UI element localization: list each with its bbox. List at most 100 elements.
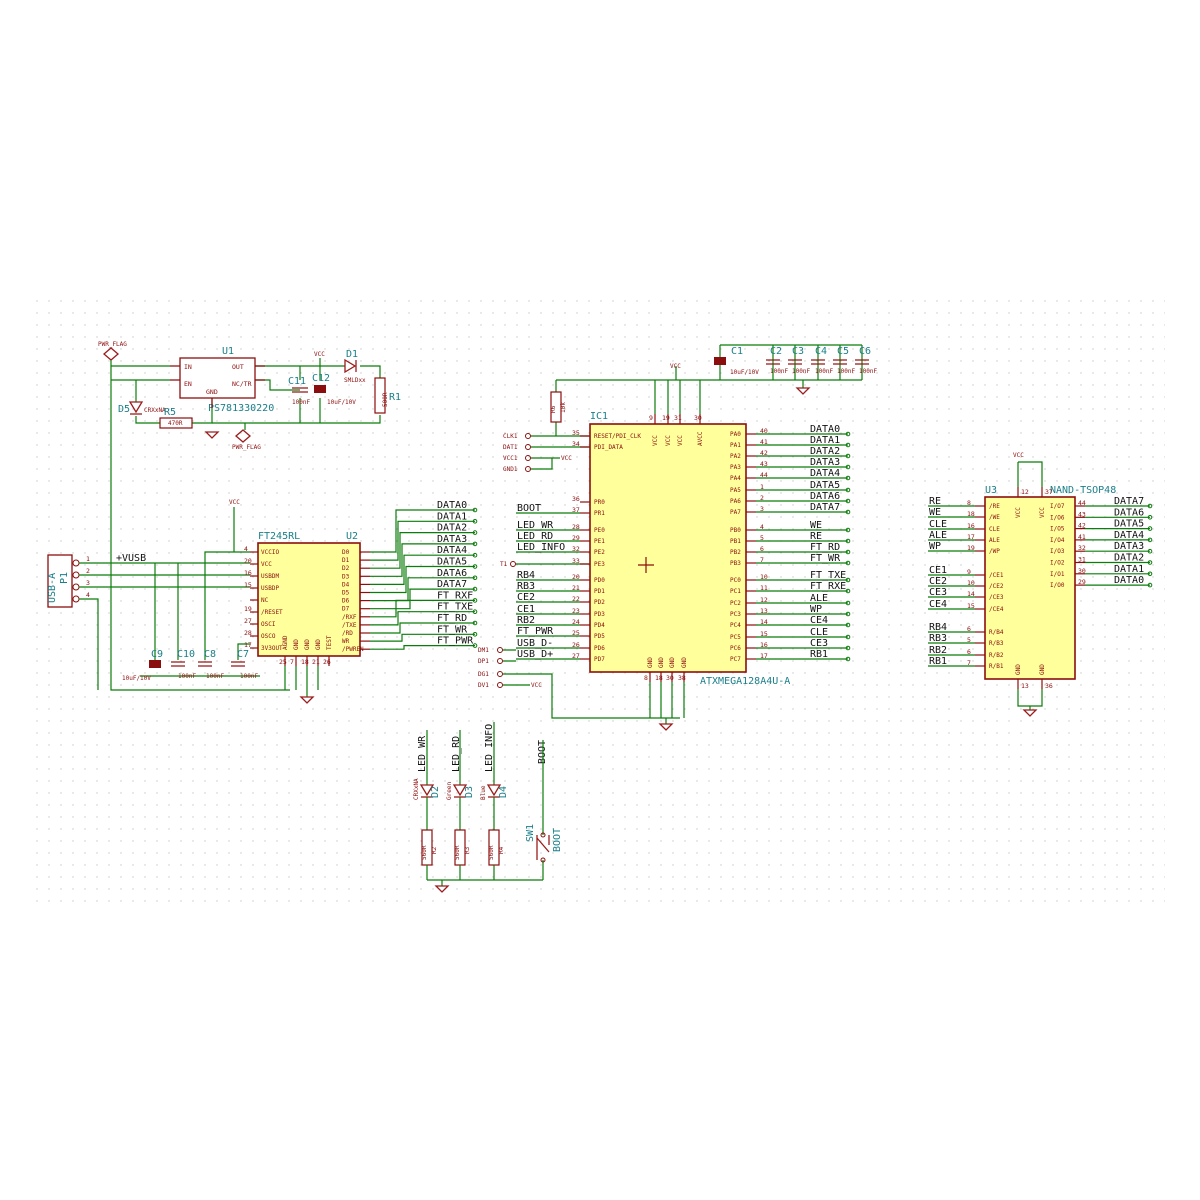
u2-left-pin-num: 19	[244, 605, 252, 613]
ic1-right-net-end	[845, 611, 851, 617]
dat1-label: DAT1	[503, 444, 518, 451]
u3-right-pin: I/O1	[1050, 571, 1065, 578]
ic1-right-pin-num: 10	[760, 573, 768, 581]
u3-right-net-end	[1147, 560, 1153, 565]
u3-left-pin: ALE	[989, 537, 1000, 544]
status-leds-and-boot[interactable]: LED_WR LED_RD LED_INFO BOOT D2 D3 D4 CRX…	[413, 722, 563, 893]
ic1-right-net-end	[845, 509, 851, 515]
ic1-left-pin-num: 29	[572, 534, 580, 542]
u3-left-pin-num: 7	[967, 659, 971, 667]
ic1-left-pin-num: 33	[572, 557, 580, 565]
ft245rl-chip[interactable]: VCC C9 10uF/10V C10 100nF C8 100nF C7 10…	[122, 499, 370, 704]
dp1-label: DP1	[478, 658, 489, 665]
atxmega-chip[interactable]: IC1 ATXMEGA128A4U-A VCC9VCC19VCC31AVCC30…	[572, 363, 790, 731]
u2-net-label: DATA4	[437, 545, 467, 556]
ic1-bottom-pin-num: 30	[666, 674, 674, 682]
decoupling-caps[interactable]: C1 10uF/10V C2 C3 C4 C5 C6 100nF 100nF 1…	[714, 344, 877, 395]
c6-ref: C6	[859, 346, 871, 357]
ic1-ref: IC1	[590, 411, 608, 422]
c6-value: 100nF	[859, 368, 877, 375]
vcc-label-u3: VCC	[1013, 452, 1024, 459]
u3-left-net-label: RB4	[929, 622, 947, 633]
ic1-left-pin-num: 22	[572, 595, 580, 603]
ic1-top-pin: VCC	[665, 435, 672, 446]
ic1-right-net-label: RE	[810, 531, 822, 542]
c3-value: 100nF	[792, 368, 810, 375]
u3-left-pin: R/B1	[989, 663, 1004, 670]
usb-connector[interactable]: USB-A P1 1 2 3 4 +VUSB	[47, 553, 250, 690]
ic1-right-pin: PC0	[730, 577, 741, 584]
regulator-section[interactable]: PWR_FLAG PWR_FLAG U1 PS781330220 IN EN O…	[98, 341, 401, 691]
r1-ref: R1	[389, 392, 401, 403]
u3-right-net-end	[1147, 503, 1153, 509]
ic1-right-net-label: RB1	[810, 649, 828, 660]
u2-net-label: DATA2	[437, 523, 467, 534]
u3-left-net-label: WP	[929, 541, 941, 552]
sw1-value: BOOT	[552, 828, 563, 852]
ic1-right-pin-num: 41	[760, 438, 768, 446]
usb-d-wires	[503, 649, 516, 662]
led-wr-net: LED_WR	[417, 735, 428, 772]
ic1-right-pin-num: 1	[760, 483, 764, 491]
u3-right-net-end	[1147, 548, 1153, 554]
ic1-right-net-label: DATA0	[810, 424, 840, 435]
nand-chip[interactable]: U3 NAND-TSOP48 /RE8/WE18CLE16ALE17/WP19/…	[967, 452, 1116, 717]
u2-bottom-pin-num: 18	[301, 658, 309, 666]
usb-value: USB-A	[47, 573, 58, 603]
vcc-label-u1: VCC	[314, 351, 325, 358]
pdi-connectors[interactable]: CLK1 DAT1 VCC1 GND1 VCC R6 10k T1 DM1 DP…	[478, 379, 720, 719]
u2-right-pin: /RD	[342, 630, 353, 637]
c5-ref: C5	[837, 346, 849, 357]
u2-left-pin: USBDM	[261, 573, 279, 580]
d3-ref: D3	[464, 786, 475, 798]
dv1-label: DV1	[478, 682, 489, 689]
u1-ref: U1	[222, 346, 234, 357]
u2-right-pin: WR	[342, 638, 350, 645]
u2-right-pin: D0	[342, 549, 350, 556]
u3-left-pin-num: 18	[967, 510, 975, 518]
u2-left-pin: 3V3OUT	[261, 645, 283, 652]
ic1-value: ATXMEGA128A4U-A	[700, 676, 790, 687]
u2-right-pin: D6	[342, 598, 350, 605]
u3-left-net-label: CE3	[929, 587, 947, 598]
u2-net-end	[472, 643, 478, 648]
vcc-label-ic1: VCC	[670, 363, 681, 370]
u2-net-wire	[370, 520, 475, 561]
r2-ref: R2	[431, 846, 438, 854]
ic1-left-pin: PD1	[594, 588, 605, 595]
ic1-right-pin-num: 2	[760, 494, 764, 502]
ic1-right-net-end	[845, 453, 851, 459]
u2-left-pin: USBDP	[261, 585, 279, 592]
ic1-top-pin-num: 19	[662, 414, 670, 422]
ic1-right-pin: PA1	[730, 442, 741, 449]
c4-ref: C4	[815, 346, 827, 357]
ic1-left-pin: PD6	[594, 645, 605, 652]
u2-left-pins: VCCIO4VCC20USBDM16USBDP15NC/RESET19OSCI2…	[244, 545, 283, 652]
r1-value: 500R	[382, 392, 389, 407]
u3-right-net-label: DATA1	[1114, 564, 1144, 575]
u3-left-net-label: CE4	[929, 599, 947, 610]
u2-net-label: FT_WR	[437, 624, 468, 635]
u2-left-pin-num: 17	[244, 641, 252, 649]
u2-net-wire	[370, 543, 475, 577]
ic1-left-net-label: USB_D+	[517, 649, 553, 660]
ic1-top-pin-num: 30	[694, 414, 702, 422]
u3-left-pin-num: 8	[967, 499, 971, 507]
u2-net-label: FT_RXF	[437, 590, 473, 601]
ic1-left-pin-num: 26	[572, 641, 580, 649]
u3-right-pin-num: 43	[1078, 510, 1086, 518]
u3-top-pin-num: 37	[1045, 488, 1053, 496]
clk1-label: CLK1	[503, 433, 518, 440]
ic1-right-pin: PA2	[730, 453, 741, 460]
u3-left-pin: /CE2	[989, 583, 1004, 590]
dm1-label: DM1	[478, 647, 489, 654]
ic1-right-pin: PC1	[730, 588, 741, 595]
u2-bottom-pin-num: 25	[279, 658, 287, 666]
ic1-top-pin: VCC	[677, 435, 684, 446]
ic1-right-net-end	[845, 487, 851, 493]
ic1-right-pin-num: 13	[760, 607, 768, 615]
u2-net-wire	[370, 532, 475, 569]
u2-net-label: DATA3	[437, 534, 467, 545]
u3-right-pin-num: 30	[1078, 567, 1086, 575]
ic1-bottom-pin-num: 18	[655, 674, 663, 682]
